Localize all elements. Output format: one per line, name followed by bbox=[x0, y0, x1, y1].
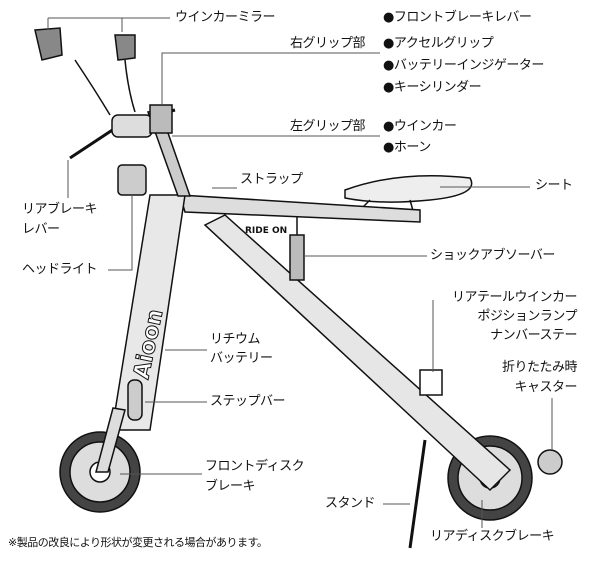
label-mirror: ウインカーミラー bbox=[175, 10, 276, 25]
label-left-grip: 左グリップ部 bbox=[290, 119, 366, 134]
right-grip-item: ●フロントブレーキレバー bbox=[383, 10, 532, 25]
label-position-lamp: ポジションランプ bbox=[477, 309, 577, 324]
label-right-grip: 右グリップ部 bbox=[290, 36, 366, 51]
kickstand bbox=[408, 439, 427, 549]
battery-column bbox=[111, 194, 186, 431]
grip-switch-unit bbox=[149, 104, 173, 134]
footnote: ※製品の改良により形状が変更される場合があります。 bbox=[8, 536, 268, 549]
label-battery: リチウム bbox=[210, 332, 261, 347]
front-fork bbox=[95, 407, 126, 473]
grip bbox=[111, 114, 153, 138]
right-grip-item: ●バッテリーインジゲーター bbox=[383, 58, 544, 73]
frame-print: RIDE ON bbox=[245, 226, 287, 236]
label-rear-disc: リアディスクブレーキ bbox=[430, 529, 555, 544]
headlight bbox=[117, 164, 147, 196]
label-rear-tail: リアテールウインカー bbox=[451, 290, 578, 305]
label-step-bar: ステップバー bbox=[210, 394, 286, 409]
mirror-left bbox=[34, 27, 63, 61]
tail-light bbox=[419, 369, 443, 396]
label-rear-brake-lever-2: レバー bbox=[22, 222, 60, 237]
label-caster: 折りたたみ時 bbox=[501, 360, 578, 375]
mirror-right bbox=[114, 34, 136, 61]
label-headlight: ヘッドライト bbox=[22, 262, 98, 277]
label-strap: ストラップ bbox=[240, 172, 303, 187]
step-bar bbox=[127, 379, 143, 421]
label-front-disc-2: ブレーキ bbox=[205, 479, 256, 494]
left-grip-item: ●ウインカー bbox=[383, 119, 457, 134]
shock-absorber bbox=[289, 234, 305, 281]
label-rear-brake-lever: リアブレーキ bbox=[22, 202, 98, 217]
left-grip-item: ●ホーン bbox=[383, 140, 431, 155]
right-grip-item: ●キーシリンダー bbox=[383, 80, 482, 95]
right-grip-item: ●アクセルグリップ bbox=[383, 36, 494, 51]
label-caster-2: キャスター bbox=[514, 380, 577, 395]
rear-beam bbox=[203, 214, 512, 492]
label-front-disc: フロントディスク bbox=[205, 459, 305, 474]
seat bbox=[344, 175, 473, 203]
label-battery-2: バッテリー bbox=[210, 351, 273, 366]
label-seat: シート bbox=[535, 178, 573, 193]
label-shock: ショックアブソーバー bbox=[430, 248, 555, 263]
leader-lines bbox=[47, 17, 553, 528]
label-stand: スタンド bbox=[325, 496, 376, 511]
label-number-stay: ナンバーステー bbox=[490, 328, 577, 343]
caster bbox=[537, 449, 563, 475]
